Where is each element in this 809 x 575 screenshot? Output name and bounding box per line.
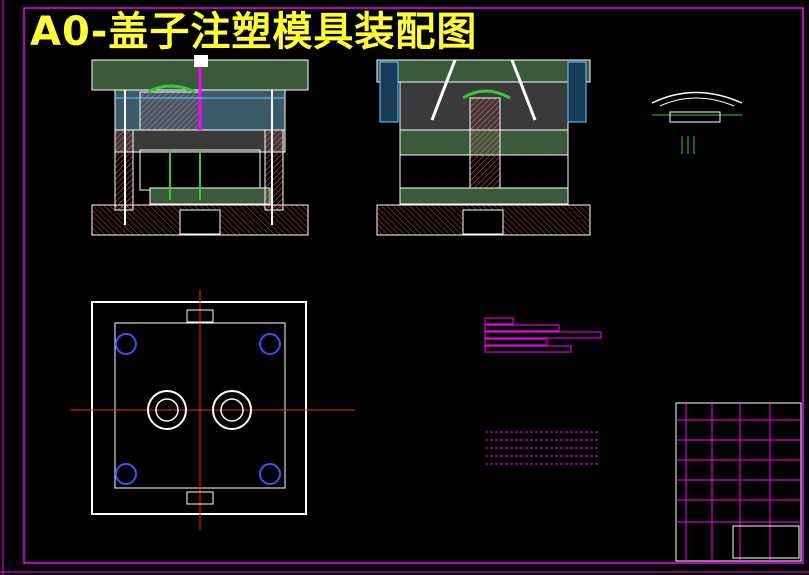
ejector-slot-side [462, 209, 504, 235]
front-section-view[interactable] [91, 55, 309, 236]
angle-pin-left [430, 59, 457, 121]
notes-bar-2 [484, 324, 560, 332]
part-base [669, 111, 721, 123]
guide-bolt-tr [259, 333, 281, 355]
clamp-tab-bottom [186, 491, 214, 505]
notes-bar-5 [484, 345, 572, 353]
b-plate [114, 129, 286, 153]
part-profile-inner [659, 97, 735, 107]
water-fitting-right [567, 61, 587, 123]
title-block-frame [675, 402, 802, 562]
water-fitting-left [379, 61, 399, 123]
part-curve-side [462, 89, 511, 100]
notes-bar-3 [484, 331, 602, 339]
notes-bar-1 [484, 317, 514, 325]
angle-pin-right [510, 59, 537, 121]
title-block[interactable] [675, 402, 802, 562]
ejector-plate-side [399, 187, 569, 205]
spacer-block-right [264, 129, 284, 211]
part-detail-view[interactable] [651, 91, 743, 155]
sheet-border [23, 7, 804, 564]
cavity-right-inner [220, 398, 244, 422]
guide-bolt-bl [115, 463, 137, 485]
guide-bolt-tl [115, 333, 137, 355]
cavity-right [212, 390, 252, 430]
sprue-bushing [194, 55, 208, 67]
cavity-insert [139, 91, 201, 133]
plan-view[interactable] [70, 290, 355, 530]
title-block-name-cell [732, 525, 800, 559]
top-clamp-plate-side [376, 59, 591, 83]
core-insert-side [469, 97, 501, 189]
part-curve [147, 84, 196, 94]
clamp-tab-top [186, 309, 214, 323]
ejector-plate [149, 187, 271, 205]
part-profile [651, 91, 743, 104]
cavity-left-inner [155, 398, 179, 422]
technical-notes[interactable] [484, 317, 602, 465]
notes-bar-4 [484, 338, 548, 346]
plan-outer-plate [91, 301, 307, 515]
drawing-title: A0-盖子注塑模具装配图 [30, 9, 478, 55]
cavity-left [147, 390, 187, 430]
side-section-view[interactable] [376, 59, 591, 236]
guide-bolt-br [259, 463, 281, 485]
ejector-slot [179, 209, 221, 235]
